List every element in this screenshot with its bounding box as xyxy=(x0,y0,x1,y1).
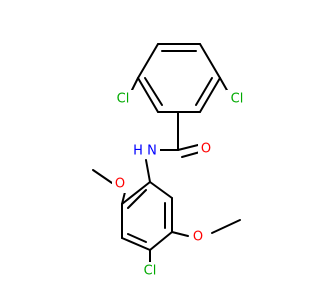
bond xyxy=(137,43,159,79)
bond xyxy=(127,233,147,243)
chlorine-atom-label: Cl xyxy=(144,264,157,279)
chlorine-atom-label: Cl xyxy=(117,92,130,107)
bond xyxy=(199,43,221,79)
bond xyxy=(181,151,201,158)
bond xyxy=(199,77,221,113)
bond xyxy=(92,169,113,184)
bond xyxy=(131,77,139,91)
bond xyxy=(195,77,213,106)
bond xyxy=(171,231,189,237)
bond xyxy=(137,77,159,113)
bond xyxy=(144,77,163,106)
bond xyxy=(127,189,147,209)
methoxy-oxygen-label: O xyxy=(115,177,125,192)
bond xyxy=(219,77,229,93)
bond xyxy=(149,231,173,251)
bond xyxy=(121,181,151,205)
carbonyl-oxygen-label: O xyxy=(201,142,211,157)
amide-nitrogen-label: H N xyxy=(133,144,157,159)
methoxy-oxygen-label: O xyxy=(193,230,203,245)
atom-labels: Cl Cl H N O O O Cl xyxy=(112,90,248,280)
chlorine-atom-label: Cl xyxy=(231,92,244,107)
bond xyxy=(177,144,199,151)
bond xyxy=(149,181,173,199)
bonds xyxy=(92,43,241,263)
bond xyxy=(211,219,241,234)
bond xyxy=(121,237,151,251)
bond xyxy=(145,159,151,183)
chemical-structure: Cl Cl H N O O O Cl xyxy=(92,43,248,280)
